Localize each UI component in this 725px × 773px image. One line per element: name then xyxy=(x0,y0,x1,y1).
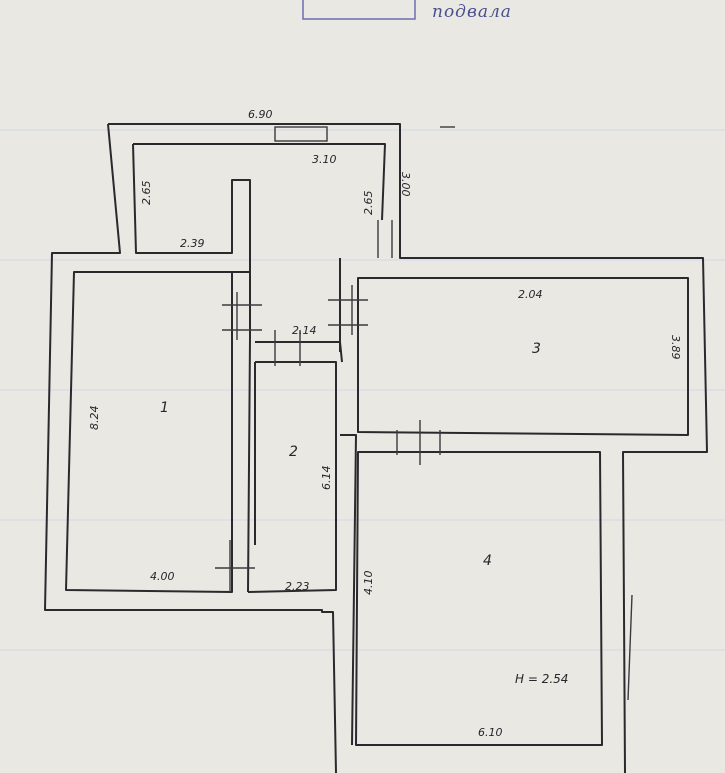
paper-lines xyxy=(0,129,725,651)
dim-top-overall: 6.90 xyxy=(248,108,273,121)
dim-room4-height: 4.10 xyxy=(362,571,375,596)
dim-right-small-room: 2.65 xyxy=(362,191,375,216)
room-1-label: 1 xyxy=(160,400,169,416)
dim-room4-width: 6.10 xyxy=(478,726,503,739)
room-1-wall xyxy=(65,271,233,593)
dim-room1-height: 8.24 xyxy=(88,406,101,431)
header-caption: подвала xyxy=(432,2,512,22)
dim-room2-height: 6.14 xyxy=(320,466,333,491)
dim-corridor: 2.14 xyxy=(292,324,317,337)
room-2-label: 2 xyxy=(289,444,298,460)
dim-room1-width: 4.00 xyxy=(150,570,175,583)
dim-room3-width: 2.04 xyxy=(518,288,543,301)
dim-left-small-room: 2.65 xyxy=(140,181,153,206)
dim-room2-width: 2.23 xyxy=(285,580,310,593)
room-3-wall xyxy=(357,277,689,436)
outer-wall xyxy=(44,123,708,773)
corridor-wall xyxy=(255,258,343,363)
room-2-wall xyxy=(247,361,337,593)
room-4-wall xyxy=(340,434,603,746)
header-stamp-box xyxy=(302,0,416,20)
ceiling-height: H = 2.54 xyxy=(515,672,568,686)
partition-1-2 xyxy=(232,271,251,593)
dim-top-inner: 3.10 xyxy=(312,153,337,166)
small-room-wall xyxy=(132,143,386,338)
room-4-label: 4 xyxy=(483,553,492,569)
dim-room3-height: 3.89 xyxy=(669,335,682,360)
edge-mark xyxy=(627,594,633,701)
door-openings xyxy=(215,126,441,592)
dim-bottom-small-room: 2.39 xyxy=(180,237,205,250)
room-3-label: 3 xyxy=(532,341,541,357)
dim-right-outer-small: 3.00 xyxy=(399,172,412,197)
